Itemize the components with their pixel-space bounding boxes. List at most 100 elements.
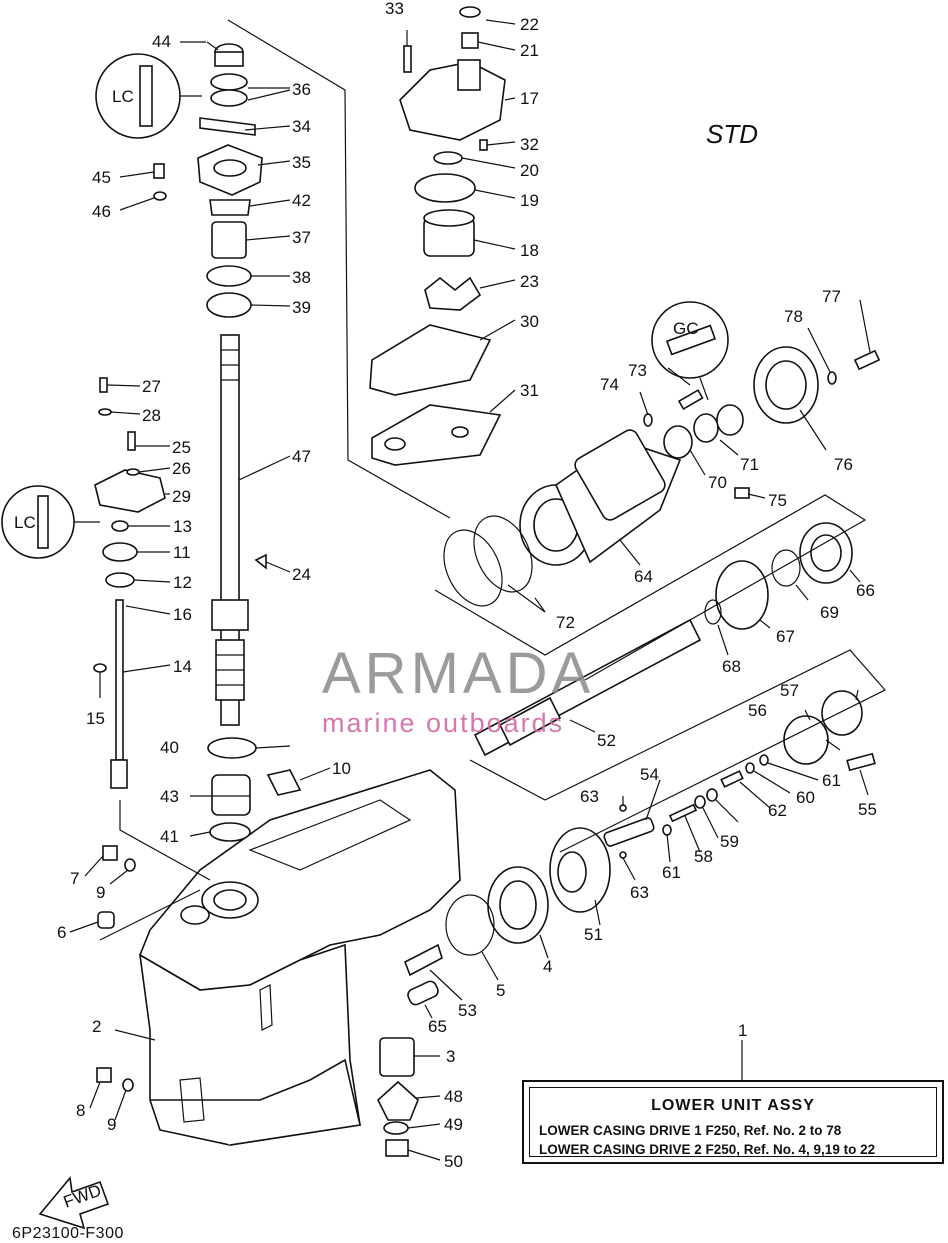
callout-50: 50 (444, 1152, 463, 1171)
assembly-lines (99, 19, 886, 941)
gc-mark: GC (673, 319, 699, 338)
callout-43: 43 (160, 787, 179, 806)
callout-21: 21 (520, 41, 539, 60)
callout-55: 55 (858, 800, 877, 819)
callout-27: 27 (142, 377, 161, 396)
callout-13: 13 (173, 517, 192, 536)
leader-lines (69, 19, 871, 1161)
callout-5: 5 (496, 981, 505, 1000)
callout-56: 56 (748, 701, 767, 720)
callout-39: 39 (292, 298, 311, 317)
drive-shaft (211, 334, 249, 726)
callout-28: 28 (142, 406, 161, 425)
lc-mark-left: LC (14, 513, 36, 532)
callout-24: 24 (292, 565, 311, 584)
callout-61-left: 61 (662, 863, 681, 882)
callout-17: 17 (520, 89, 539, 108)
callout-31: 31 (520, 381, 539, 400)
callout-18: 18 (520, 241, 539, 260)
callout-47: 47 (292, 447, 311, 466)
callout-3: 3 (446, 1047, 455, 1066)
misc-small-parts (96, 163, 167, 1092)
callout-9-lower: 9 (107, 1115, 116, 1134)
callout-32: 32 (520, 135, 539, 154)
detail-inset-top: LC (95, 53, 202, 139)
drive-shaft-lower-parts (207, 553, 302, 842)
callout-49: 49 (444, 1115, 463, 1134)
callout-16: 16 (173, 605, 192, 624)
callout-59: 59 (720, 832, 739, 851)
assembly-info-box: LOWER UNIT ASSY LOWER CASING DRIVE 1 F25… (522, 1080, 944, 1164)
propeller-shaft (473, 618, 702, 757)
prop-shaft-housing (519, 346, 881, 566)
callout-36: 36 (292, 80, 311, 99)
callout-75: 75 (768, 491, 787, 510)
callout-4: 4 (543, 957, 552, 976)
callout-54: 54 (640, 765, 659, 784)
callout-46: 46 (92, 202, 111, 221)
water-pump-group (369, 6, 506, 466)
clutch-group (662, 690, 876, 836)
callout-37: 37 (292, 228, 311, 247)
forward-gear-group (445, 804, 655, 956)
reverse-gear-group (704, 522, 853, 630)
callout-52: 52 (597, 731, 616, 750)
callout-58: 58 (694, 847, 713, 866)
callout-78: 78 (784, 307, 803, 326)
callout-69: 69 (820, 603, 839, 622)
callout-29: 29 (172, 487, 191, 506)
callout-72: 72 (556, 613, 575, 632)
callout-61-right: 61 (822, 771, 841, 790)
callout-9-upper: 9 (96, 883, 105, 902)
callout-19: 19 (520, 191, 539, 210)
callout-30: 30 (520, 312, 539, 331)
callout-14: 14 (173, 657, 192, 676)
std-label: STD (706, 119, 758, 149)
callout-15: 15 (86, 709, 105, 728)
detail-inset-right: GC (651, 301, 729, 401)
callout-10: 10 (332, 759, 351, 778)
callout-53: 53 (458, 1001, 477, 1020)
callout-51: 51 (584, 925, 603, 944)
callout-2: 2 (92, 1017, 101, 1036)
detail-inset-left: LC (1, 485, 100, 559)
callout-74: 74 (600, 375, 619, 394)
assembly-line-2: LOWER CASING DRIVE 2 F250, Ref. No. 4, 9… (539, 1142, 876, 1157)
callout-71: 71 (740, 455, 759, 474)
watermark-name: ARMADA (322, 641, 595, 706)
callout-63-upper: 63 (580, 787, 599, 806)
callout-22: 22 (520, 15, 539, 34)
callout-66: 66 (856, 581, 875, 600)
callout-48: 48 (444, 1087, 463, 1106)
callout-40: 40 (160, 738, 179, 757)
callout-62: 62 (768, 801, 787, 820)
assembly-title: LOWER UNIT ASSY (651, 1097, 815, 1114)
callout-57: 57 (780, 681, 799, 700)
o-rings (443, 515, 533, 607)
fwd-arrow: FWD (38, 1176, 110, 1230)
callout-76: 76 (834, 455, 853, 474)
callout-34: 34 (292, 117, 311, 136)
lc-mark-top: LC (112, 87, 134, 106)
callout-20: 20 (520, 161, 539, 180)
callout-23: 23 (520, 272, 539, 291)
callout-1: 1 (738, 1021, 747, 1040)
callout-70: 70 (708, 473, 727, 492)
callout-38: 38 (292, 268, 311, 287)
callout-64: 64 (634, 567, 653, 586)
callout-11: 11 (173, 543, 191, 562)
pinion-stack (377, 943, 443, 1157)
callout-7: 7 (70, 869, 79, 888)
assembly-info-inner: LOWER UNIT ASSY LOWER CASING DRIVE 1 F25… (529, 1087, 937, 1157)
callout-26: 26 (172, 459, 191, 478)
drawing-code: 6P23100-F300 (12, 1225, 124, 1242)
callout-63-lower: 63 (630, 883, 649, 902)
watermark-sub: marine outboards (322, 708, 565, 738)
callout-77: 77 (822, 287, 841, 306)
callout-42: 42 (292, 191, 311, 210)
callout-8: 8 (76, 1101, 85, 1120)
callout-6: 6 (57, 923, 66, 942)
assembly-line-1: LOWER CASING DRIVE 1 F250, Ref. No. 2 to… (539, 1123, 842, 1138)
callout-41: 41 (160, 827, 179, 846)
callout-12: 12 (173, 573, 192, 592)
